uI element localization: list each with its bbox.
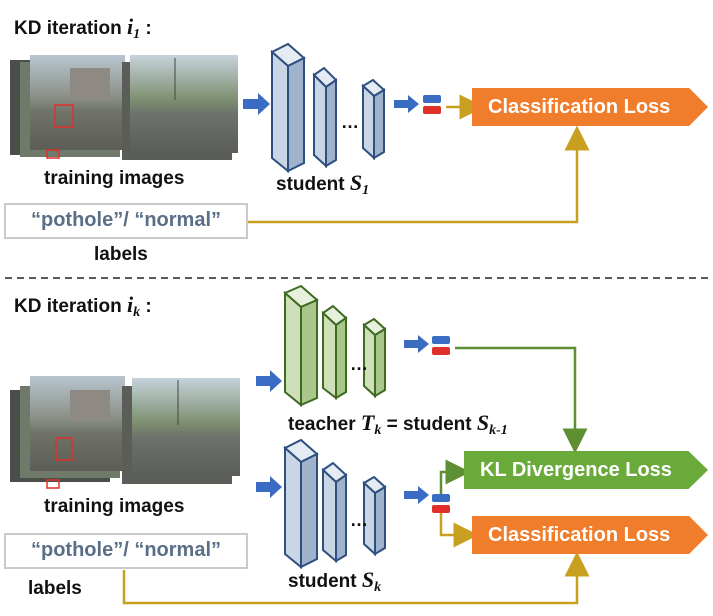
section-title-top: KD iteration i1 : [14, 14, 152, 43]
training-images-bottom [10, 376, 240, 489]
classification-loss-top: Classification Loss [472, 88, 708, 126]
section-var-bottom-sub: k [133, 305, 141, 320]
student-sk-sub: k [374, 580, 382, 595]
line-labels-to-loss-top [246, 125, 590, 224]
classification-loss-bottom: Classification Loss [472, 516, 708, 554]
training-images-top [10, 55, 238, 160]
teacher-tk-network [283, 284, 387, 408]
teacher-sub2: k-1 [489, 423, 508, 438]
section-title-bottom-suffix: : [140, 296, 152, 317]
teacher-label: teacher Tk = student Sk-1 [288, 410, 508, 439]
line-teacher-to-kl-loss [455, 346, 588, 454]
section-var-bottom: ik [126, 292, 141, 320]
section-var-bottom-letter: i [126, 292, 134, 317]
teacher-eq: = student [381, 414, 477, 435]
images-caption-top: training images [44, 168, 185, 189]
line-student-to-class-loss [439, 513, 479, 548]
arrow-images-to-student-top [243, 93, 270, 115]
student-s1-network [270, 42, 386, 174]
teacher-var: Tk [360, 410, 382, 438]
labels-box-bottom: “pothole”/ “normal” [4, 533, 248, 569]
dots-student-bottom: … [350, 510, 368, 530]
student-s1-letter: S [349, 170, 363, 195]
kl-divergence-loss: KL Divergence Loss [464, 451, 708, 489]
student-sk-network [283, 438, 387, 570]
teacher-letter: T [360, 410, 375, 435]
student-s1-var: S1 [349, 170, 370, 198]
student-s1-sub: 1 [362, 183, 370, 198]
section-title-bottom: KD iteration ik : [14, 292, 152, 321]
line-student-to-kl-loss [439, 459, 471, 494]
dots-teacher: … [350, 354, 368, 374]
output-vector-student-bottom [432, 494, 450, 513]
teacher-var2: Sk-1 [476, 410, 508, 438]
labels-box-top: “pothole”/ “normal” [4, 203, 248, 239]
images-caption-bottom: training images [44, 496, 185, 517]
section-var-top-sub: 1 [133, 27, 141, 42]
arrow-student-to-output-top [394, 95, 419, 113]
labels-caption-top: labels [94, 244, 148, 265]
student-sk-var: Sk [361, 567, 382, 595]
teacher-prefix: teacher [288, 414, 361, 435]
line-labels-to-loss-bottom [122, 551, 590, 605]
output-vector-teacher [432, 336, 450, 355]
student-s1-prefix: student [276, 174, 350, 195]
section-title-top-prefix: KD iteration [14, 18, 127, 39]
arrow-teacher-to-output [404, 335, 429, 353]
arrow-images-to-teacher [256, 370, 282, 392]
student-sk-label: student Sk [288, 567, 381, 596]
teacher-letter2: S [476, 410, 490, 435]
section-title-bottom-prefix: KD iteration [14, 296, 127, 317]
teacher-sub: k [374, 423, 382, 438]
dots-top: … [341, 112, 359, 132]
output-vector-top [423, 95, 441, 114]
labels-caption-bottom: labels [28, 578, 82, 599]
student-sk-prefix: student [288, 571, 362, 592]
section-var-top: i1 [126, 14, 141, 42]
section-var-top-letter: i [126, 14, 134, 39]
student-s1-label: student S1 [276, 170, 369, 199]
section-title-top-suffix: : [140, 18, 152, 39]
student-sk-letter: S [361, 567, 375, 592]
arrow-student-to-output-bottom [404, 486, 429, 504]
arrow-images-to-student-bottom [256, 476, 282, 498]
